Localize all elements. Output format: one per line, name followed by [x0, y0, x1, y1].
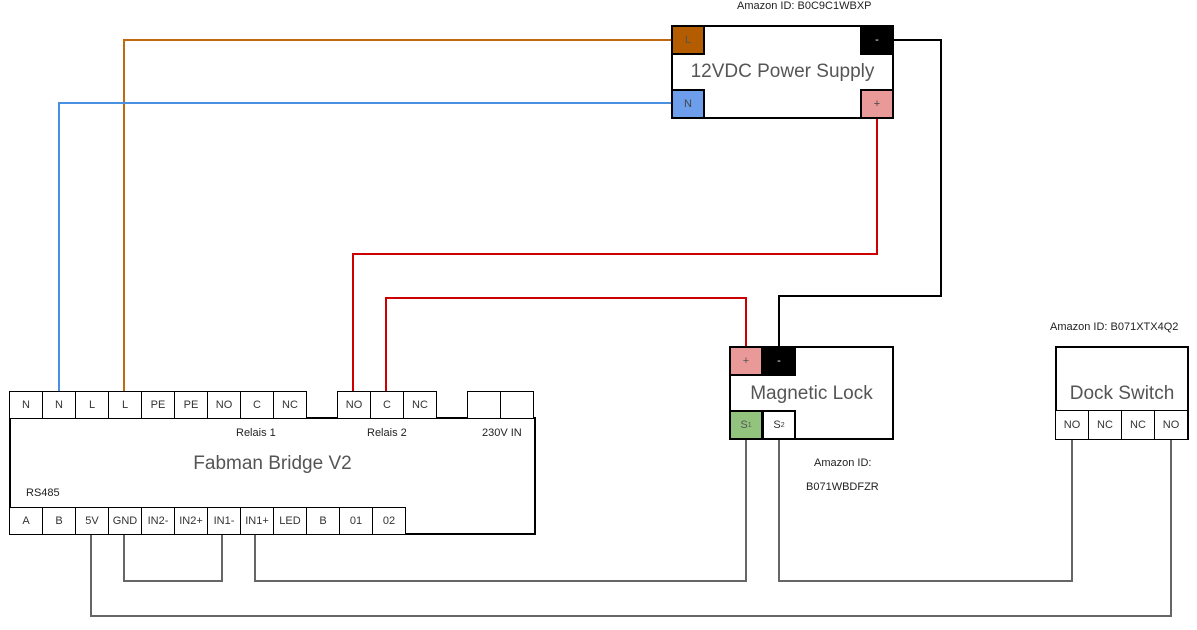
fabman-bottom-terminal: LED: [273, 507, 307, 535]
fabman-top-terminal: NC: [273, 391, 307, 419]
power-supply-amazon-id: Amazon ID: B0C9C1WBXP: [737, 0, 872, 12]
fabman-title: Fabman Bridge V2: [193, 453, 352, 474]
wire-N-blue: [58, 102, 672, 392]
fabman-top-terminal: N: [9, 391, 43, 419]
fabman-bottom-terminal: 02: [372, 507, 406, 535]
fabman-bottom-terminal: B: [306, 507, 340, 535]
wire-5v-dock-no: [90, 439, 1172, 617]
s1-sub: 1: [747, 421, 752, 429]
fabman-bottom-terminal: 01: [339, 507, 373, 535]
ml-terminal-plus: +: [729, 346, 763, 376]
s2-text: S: [773, 419, 781, 431]
230v-terminal: [467, 391, 501, 419]
fabman-top-terminal: N: [42, 391, 76, 419]
fabman-top-terminal: L: [75, 391, 109, 419]
fabman-top-terminal: L: [108, 391, 142, 419]
wire-s2-dock-no: [778, 439, 1073, 582]
fabman-bottom-terminal: IN1+: [240, 507, 274, 535]
ps-terminal-N: N: [671, 89, 705, 119]
fabman-bottom-terminal: GND: [108, 507, 142, 535]
maglock-title: Magnetic Lock: [750, 383, 873, 404]
ml-terminal-minus: -: [762, 346, 796, 376]
wire-L-brown: [123, 39, 672, 392]
power-supply: [671, 25, 894, 119]
maglock-amazon-label: Amazon ID:: [814, 457, 872, 469]
fabman-top-terminal: C: [240, 391, 274, 419]
wire-plus-red: [352, 118, 878, 392]
dock-title: Dock Switch: [1069, 383, 1175, 404]
relais1-label: Relais 1: [236, 427, 276, 439]
dock-terminal: NO: [1055, 410, 1089, 440]
ps-terminal-plus: +: [860, 89, 894, 119]
wire-minus-black: [778, 39, 942, 347]
wire-gnd-in1minus: [123, 534, 223, 582]
power-supply-title: 12VDC Power Supply: [690, 61, 875, 82]
s1-text: S: [740, 419, 748, 431]
230v-terminal: [500, 391, 534, 419]
dock-terminal: NC: [1121, 410, 1155, 440]
dock-terminal: NO: [1154, 410, 1188, 440]
ps-terminal-minus: -: [860, 25, 894, 55]
relay2-terminal: NO: [337, 391, 371, 419]
maglock-amazon-id: B071WBDFZR: [806, 481, 879, 493]
rs485-label: RS485: [26, 487, 60, 499]
dock-amazon-id: Amazon ID: B071XTX4Q2: [1050, 321, 1179, 333]
relay2-terminal: NC: [403, 391, 437, 419]
s2-sub: 2: [780, 421, 785, 429]
fabman-bottom-terminal: 5V: [75, 507, 109, 535]
wire-relay-red: [385, 297, 747, 392]
ps-terminal-L: L: [671, 25, 705, 55]
fabman-bottom-terminal: A: [9, 507, 43, 535]
fabman-bottom-terminal: IN2+: [174, 507, 208, 535]
fabman-top-terminal: PE: [174, 391, 208, 419]
fabman-top-terminal: NO: [207, 391, 241, 419]
230v-in-label: 230V IN: [482, 427, 522, 439]
wire-in1plus-s1: [254, 439, 747, 582]
relais2-label: Relais 2: [367, 427, 407, 439]
fabman-top-terminal: PE: [141, 391, 175, 419]
relay2-terminal: C: [370, 391, 404, 419]
fabman-bottom-terminal: IN2-: [141, 507, 175, 535]
fabman-bottom-terminal: IN1-: [207, 507, 241, 535]
fabman-bottom-terminal: B: [42, 507, 76, 535]
dock-terminal: NC: [1088, 410, 1122, 440]
